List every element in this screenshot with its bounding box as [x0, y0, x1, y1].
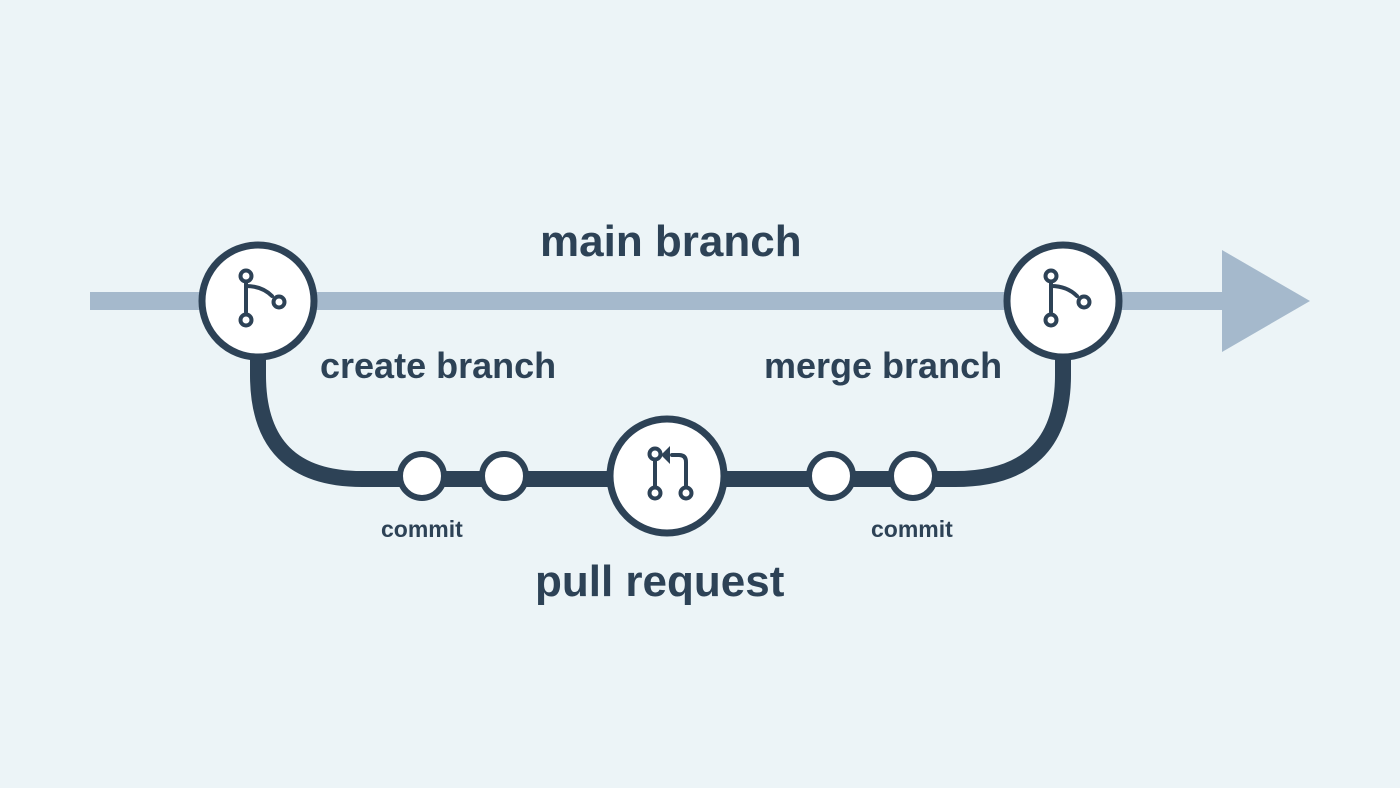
commit-dot: [397, 451, 447, 501]
commit-right-label: commit: [871, 516, 953, 542]
git-branch-icon: [1043, 268, 1092, 328]
git-pull-request-icon: [647, 446, 694, 501]
merge-branch-label: merge branch: [764, 345, 1003, 386]
create-branch-label: create branch: [320, 345, 557, 386]
create-branch-node: [198, 241, 318, 361]
main-branch-arrowhead: [1222, 250, 1310, 352]
commit-dot: [888, 451, 938, 501]
merge-branch-node: [1003, 241, 1123, 361]
commit-left-label: commit: [381, 516, 463, 542]
main-branch-label: main branch: [540, 217, 802, 266]
pull-request-node: [606, 415, 728, 537]
main-branch-line: [90, 292, 1230, 310]
pull-request-label: pull request: [535, 557, 785, 606]
commit-dot: [806, 451, 856, 501]
git-branch-icon: [238, 268, 287, 328]
commit-dot: [479, 451, 529, 501]
